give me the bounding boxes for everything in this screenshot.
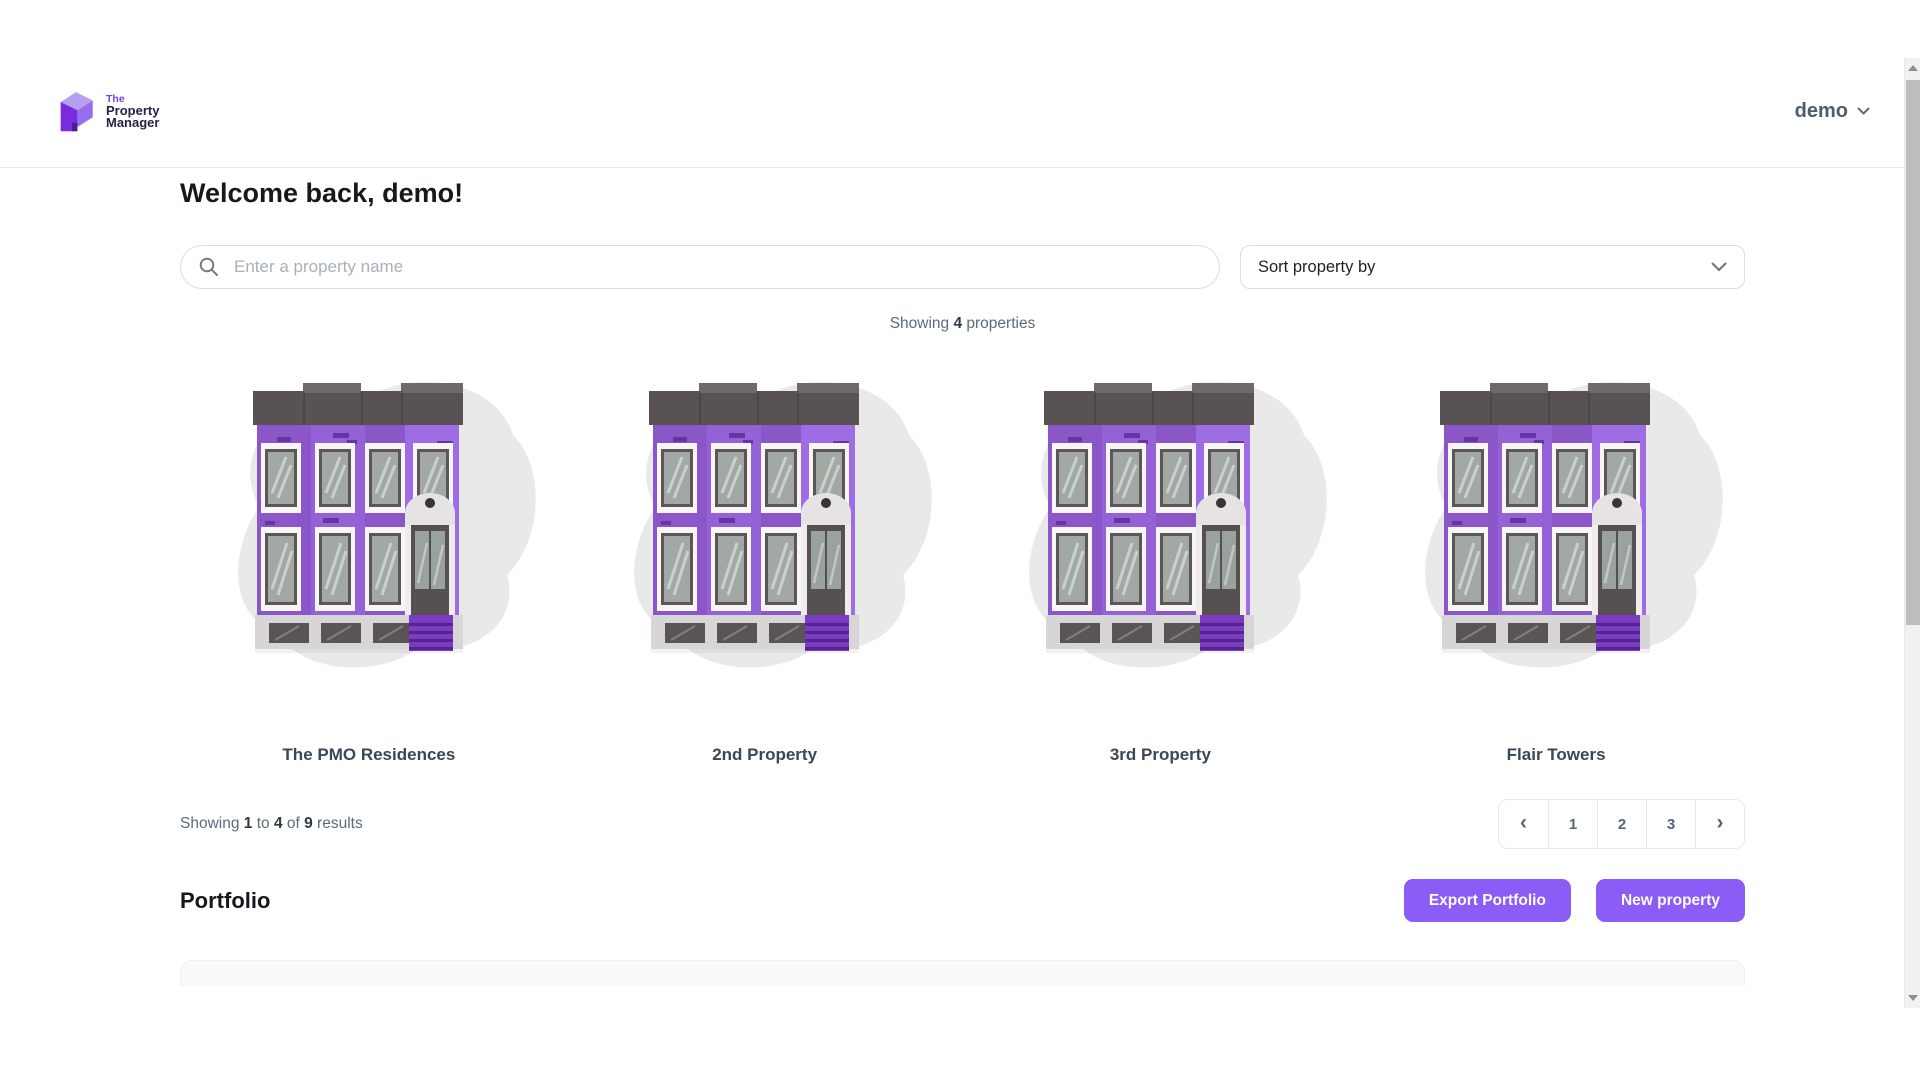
main-content: Welcome back, demo! Sort property by Sho… (180, 168, 1745, 986)
pagination-prev-button[interactable]: ‹ (1499, 800, 1548, 848)
new-property-button[interactable]: New property (1595, 879, 1745, 922)
building-illustration (591, 347, 939, 683)
logo-line-1: The (106, 93, 125, 105)
user-menu[interactable]: demo (1795, 100, 1870, 123)
pagination-next-button[interactable]: › (1695, 800, 1744, 848)
portfolio-title: Portfolio (180, 887, 271, 913)
scrollbar-thumb[interactable] (1906, 80, 1920, 625)
property-card-title: Flair Towers (1506, 745, 1606, 764)
export-portfolio-button[interactable]: Export Portfolio (1403, 879, 1571, 922)
property-card[interactable]: The PMO Residences (180, 347, 558, 765)
logo-line-2: Property (106, 103, 160, 118)
filter-controls: Sort property by (180, 245, 1745, 289)
page-title: Welcome back, demo! (180, 178, 464, 208)
properties-count: Showing 4 properties (889, 315, 1036, 332)
app-header: The Property Manager demo (0, 55, 1904, 168)
building-illustration (195, 347, 543, 683)
results-summary: Showing 1 to 4 of 9 results (180, 815, 363, 832)
pagination-page-2[interactable]: 2 (1597, 800, 1646, 848)
sort-dropdown-label: Sort property by (1258, 257, 1376, 276)
pagination: ‹ 1 2 3 › (1498, 799, 1745, 849)
property-card[interactable]: 3rd Property (972, 347, 1350, 765)
pagination-page-1[interactable]: 1 (1548, 800, 1597, 848)
search-input[interactable] (232, 256, 1201, 278)
brand-logo[interactable]: The Property Manager (55, 88, 159, 134)
building-illustration (986, 347, 1334, 683)
chevron-down-icon (1857, 107, 1870, 116)
property-grid: The PMO Residences 2nd Property 3rd Prop… (180, 347, 1745, 765)
scroll-up-arrow-icon[interactable] (1908, 65, 1918, 71)
scroll-down-arrow-icon[interactable] (1908, 995, 1918, 1001)
building-illustration (1382, 347, 1730, 683)
sort-dropdown[interactable]: Sort property by (1240, 245, 1745, 289)
chevron-down-icon (1711, 262, 1727, 272)
property-card[interactable]: 2nd Property (576, 347, 954, 765)
search-icon (199, 257, 219, 277)
property-card-title: The PMO Residences (282, 745, 456, 764)
property-card-title: 3rd Property (1109, 745, 1211, 764)
cube-p-logo-icon (55, 88, 97, 134)
property-card-title: 2nd Property (712, 745, 818, 764)
user-menu-label: demo (1794, 99, 1848, 122)
property-search-box (180, 245, 1220, 289)
vertical-scrollbar[interactable] (1904, 58, 1920, 1008)
brand-logo-text: The Property Manager (106, 93, 159, 129)
property-card[interactable]: Flair Towers (1367, 347, 1745, 765)
portfolio-table-header-bar (180, 960, 1745, 986)
pagination-page-3[interactable]: 3 (1646, 800, 1695, 848)
logo-line-3: Manager (106, 115, 160, 130)
